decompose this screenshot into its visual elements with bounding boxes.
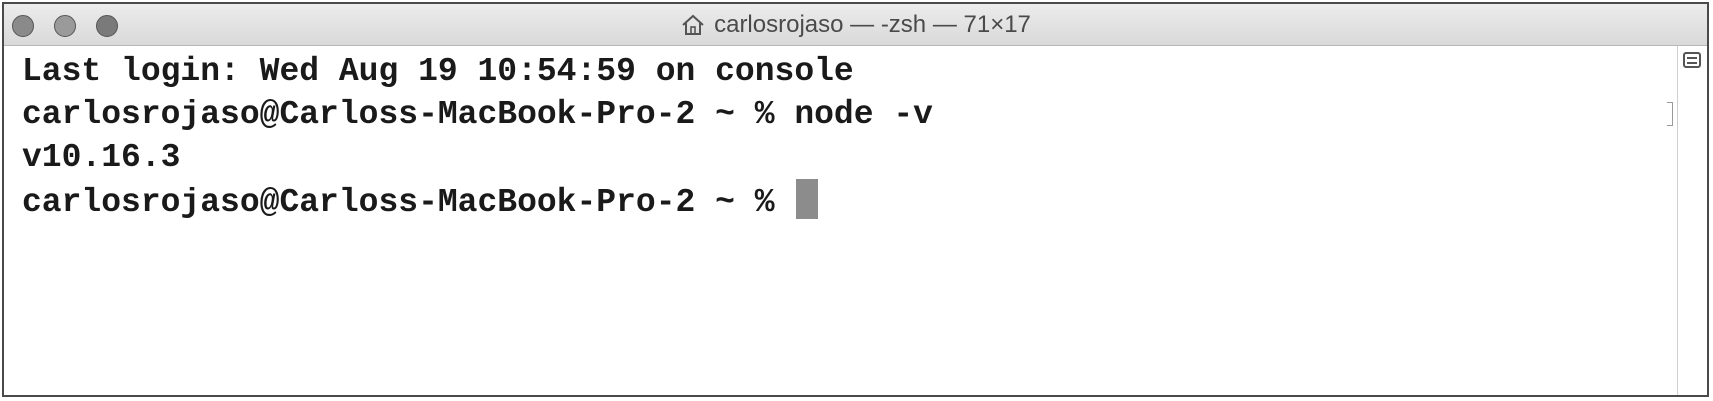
terminal-line: carlosrojaso@Carloss-MacBook-Pro-2 ~ % n… (22, 96, 933, 133)
terminal-prompt: carlosrojaso@Carloss-MacBook-Pro-2 ~ % (22, 184, 795, 221)
terminal-prompt-line[interactable]: carlosrojaso@Carloss-MacBook-Pro-2 ~ % (22, 179, 1677, 222)
window-title: carlosrojaso — -zsh — 71×17 (4, 4, 1707, 46)
terminal-output[interactable]: Last login: Wed Aug 19 10:54:59 on conso… (4, 46, 1677, 395)
window-title-text: carlosrojaso — -zsh — 71×17 (714, 11, 1031, 38)
title-bar[interactable]: carlosrojaso — -zsh — 71×17 (4, 4, 1707, 46)
zoom-button[interactable] (96, 15, 118, 37)
text-cursor (796, 179, 819, 219)
terminal-line: v10.16.3 (22, 139, 181, 176)
close-button[interactable] (12, 15, 34, 37)
minimize-button[interactable] (54, 15, 76, 37)
bookmark-marker (1667, 102, 1673, 126)
home-icon (680, 12, 706, 38)
scrollbar[interactable] (1677, 46, 1707, 395)
terminal-line: Last login: Wed Aug 19 10:54:59 on conso… (22, 53, 854, 90)
scrollback-menu-icon[interactable] (1683, 52, 1701, 68)
